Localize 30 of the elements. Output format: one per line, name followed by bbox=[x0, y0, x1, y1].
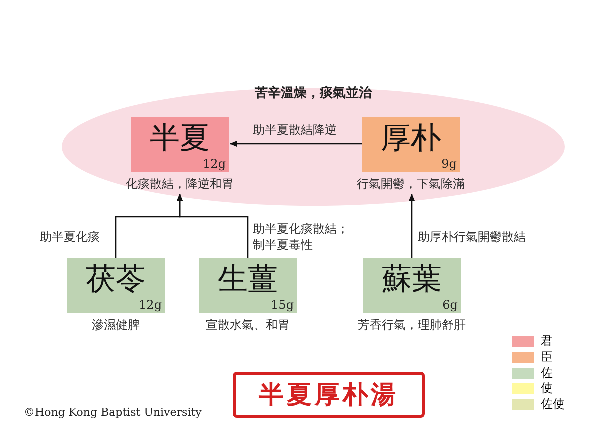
herb-name: 厚朴 bbox=[381, 122, 441, 156]
dose-label: 9g bbox=[442, 158, 457, 171]
effect-text: 化痰散結，降逆和胃 bbox=[125, 176, 235, 193]
edge-label: 助半夏化痰散結；制半夏毒性 bbox=[253, 221, 350, 253]
arrow bbox=[409, 194, 415, 258]
effect-text: 滲濕健脾 bbox=[91, 317, 141, 334]
effect-text: 芳香行氣，理肺舒肝 bbox=[357, 317, 467, 334]
legend-label: 使 bbox=[541, 380, 553, 398]
dose-label: 15g bbox=[271, 299, 294, 312]
edge-label: 助半夏散結降逆 bbox=[252, 122, 338, 138]
legend-label: 佐使 bbox=[541, 396, 565, 414]
herb-name: 生薑 bbox=[218, 263, 278, 297]
dose-label: 6g bbox=[442, 299, 458, 312]
legend-label: 君 bbox=[541, 333, 553, 350]
title-stamp: 半夏厚朴湯 bbox=[233, 372, 425, 418]
herb-name: 蘇葉 bbox=[382, 263, 442, 297]
arrow bbox=[177, 194, 249, 258]
herb-name: 半夏 bbox=[150, 122, 210, 156]
legend-label: 佐 bbox=[541, 364, 553, 382]
edge-label: 助厚朴行氣開鬱散結 bbox=[418, 229, 527, 245]
arrow bbox=[230, 141, 362, 147]
ellipse-heading: 苦辛溫燥，痰氣並治 bbox=[254, 86, 374, 102]
copyright-note: ©Hong Kong Baptist University bbox=[24, 406, 202, 419]
effect-text: 行氣開鬱，下氣除滿 bbox=[356, 176, 466, 193]
herb-name: 茯苓 bbox=[86, 263, 146, 297]
dose-label: 12g bbox=[203, 158, 226, 171]
dose-label: 12g bbox=[139, 299, 162, 312]
effect-text: 宣散水氣、和胃 bbox=[205, 317, 291, 334]
edge-label: 助半夏化痰 bbox=[40, 229, 101, 245]
legend-label: 臣 bbox=[541, 348, 553, 366]
